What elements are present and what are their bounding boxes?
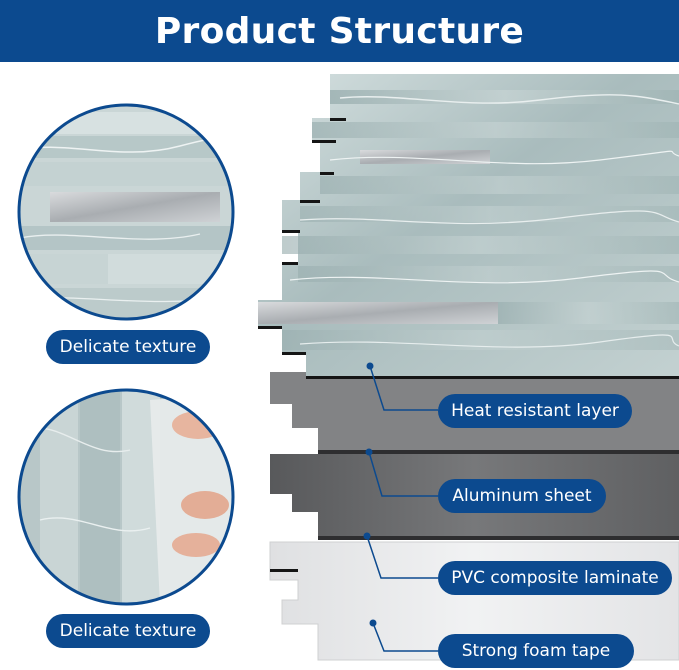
connector-heat bbox=[366, 362, 438, 411]
texture-closeup-bottom bbox=[17, 388, 235, 606]
label-aluminum-sheet: Aluminum sheet bbox=[438, 479, 606, 513]
label-heat-resistant-layer: Heat resistant layer bbox=[438, 394, 632, 428]
marble-panel bbox=[258, 74, 679, 379]
label-strong-foam-tape: Strong foam tape bbox=[438, 634, 634, 668]
connector-foam bbox=[369, 619, 438, 652]
label-texture-top: Delicate texture bbox=[46, 330, 210, 364]
label-pvc-composite-laminate: PVC composite laminate bbox=[438, 561, 672, 595]
header-banner: Product Structure bbox=[0, 0, 679, 62]
label-texture-bottom: Delicate texture bbox=[46, 614, 210, 648]
texture-closeup-top bbox=[17, 103, 235, 321]
page-title: Product Structure bbox=[154, 10, 525, 52]
connector-pvc bbox=[363, 532, 438, 579]
connector-aluminum bbox=[365, 448, 438, 497]
